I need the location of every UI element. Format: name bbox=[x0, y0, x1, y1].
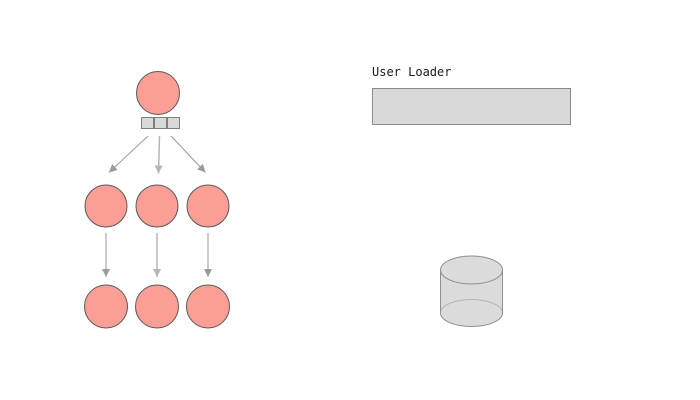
arrow-root-to-worker-3 bbox=[170, 135, 206, 173]
worker-process-node bbox=[186, 184, 230, 228]
user-loader-section: User Loader bbox=[372, 65, 571, 125]
process-tree bbox=[84, 71, 230, 329]
worker-result-arrows bbox=[102, 233, 212, 277]
result-process-node bbox=[186, 284, 230, 329]
worker-row bbox=[84, 184, 230, 228]
result-row bbox=[84, 284, 230, 329]
user-loader-label: User Loader bbox=[372, 65, 451, 79]
root-process-node bbox=[136, 71, 180, 115]
db-inner-arc bbox=[440, 299, 503, 314]
queue-slot bbox=[141, 117, 154, 129]
queue-slot bbox=[154, 117, 167, 129]
loader-bar bbox=[372, 88, 571, 125]
worker-process-node bbox=[84, 184, 128, 228]
database-cylinder-icon bbox=[440, 255, 503, 327]
queue-slots-icon bbox=[141, 117, 180, 129]
result-process-node bbox=[135, 284, 179, 329]
fanout-arrows bbox=[108, 135, 206, 174]
worker-process-node bbox=[135, 184, 179, 228]
arrow-root-to-worker-1 bbox=[108, 135, 149, 173]
arrow-root-to-worker-2 bbox=[154, 135, 163, 174]
queue-slot bbox=[167, 117, 180, 129]
result-process-node bbox=[84, 284, 128, 329]
db-top-ellipse bbox=[440, 255, 503, 285]
